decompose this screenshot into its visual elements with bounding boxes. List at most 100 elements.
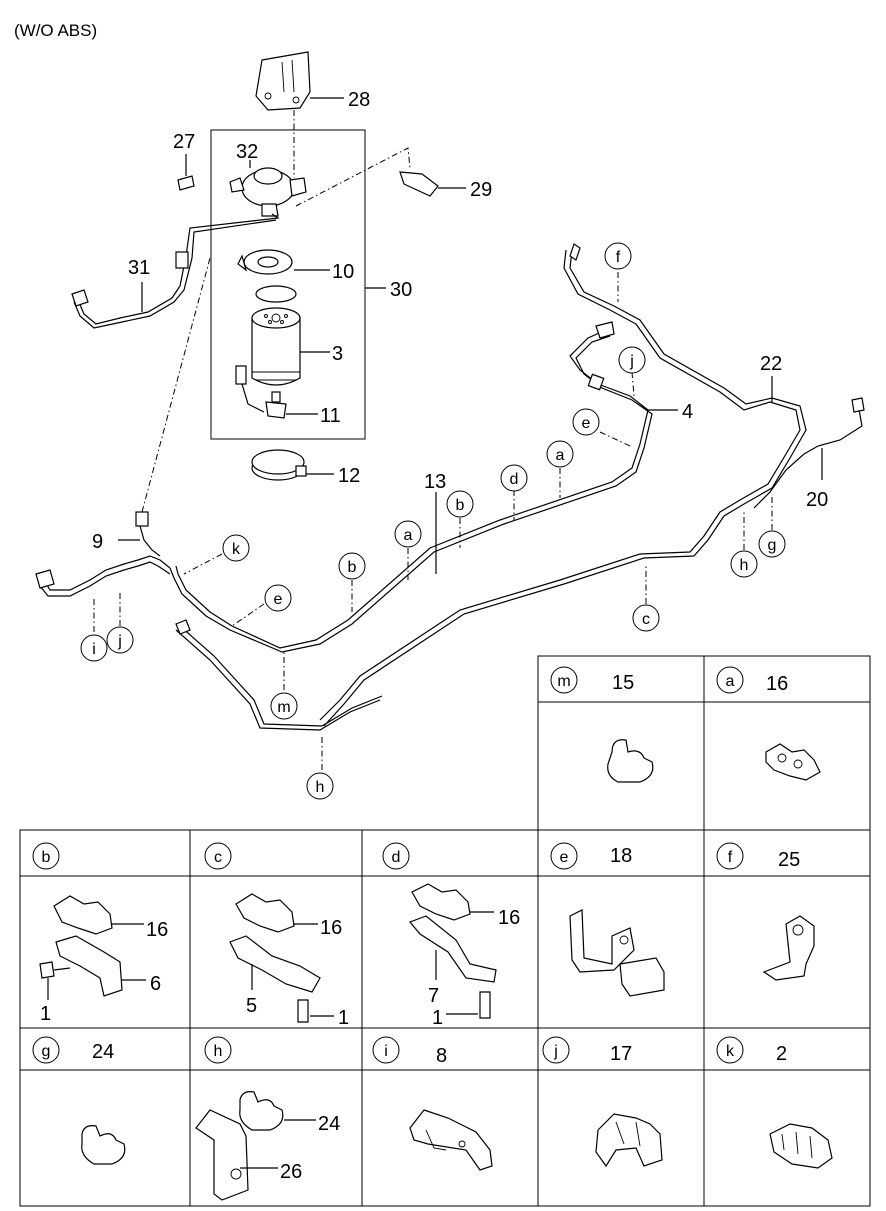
clip-part-16-c [235, 893, 295, 933]
svg-text:16: 16 [320, 917, 342, 939]
box-j-part: 17 [610, 1043, 632, 1065]
ref-j-top: j [618, 346, 646, 374]
ref-d: d [500, 464, 528, 492]
fuel-filter-assembly [71, 51, 466, 440]
ref-b-right: b [446, 490, 474, 518]
clip-part-24-h [239, 1091, 284, 1131]
o-ring [255, 285, 297, 303]
svg-text:b: b [456, 497, 465, 514]
box-j-letter: j [553, 1043, 558, 1060]
box-f-part: 25 [778, 849, 800, 871]
detail-box-c: c 16 5 1 [204, 842, 349, 1029]
ref-e-left: e [264, 584, 292, 612]
bracket-part-25 [762, 915, 815, 981]
svg-text:g: g [768, 537, 777, 554]
box-c-letter: c [214, 849, 222, 866]
svg-text:i: i [92, 641, 96, 658]
ref-f-top: f [604, 242, 632, 270]
box-m-part: 15 [612, 672, 634, 694]
ref-a-right: a [546, 440, 574, 468]
box-e-part: 18 [610, 845, 632, 867]
detail-box-j: j 17 [542, 1036, 663, 1168]
box-d-letter: d [392, 849, 401, 866]
svg-text:1: 1 [432, 1007, 443, 1029]
label-28: 28 [348, 89, 370, 111]
bracket-part-29 [399, 171, 439, 197]
svg-text:1: 1 [338, 1007, 349, 1029]
ref-h-right: h [730, 550, 758, 578]
fuel-lines [35, 243, 865, 731]
svg-text:5: 5 [246, 995, 257, 1017]
label-12: 12 [338, 465, 360, 487]
clip-part-16-b [53, 895, 113, 935]
bracket-part-6 [55, 935, 123, 997]
box-a-letter: a [726, 673, 735, 690]
ref-m: m [270, 692, 298, 720]
svg-text:26: 26 [280, 1161, 302, 1183]
svg-text:24: 24 [318, 1113, 340, 1135]
box-f-letter: f [728, 849, 733, 866]
ref-g: g [758, 530, 786, 558]
ref-k: k [222, 534, 250, 562]
ref-j-left: j [106, 626, 134, 654]
label-9: 9 [92, 531, 103, 553]
clip-part-24-g [81, 1125, 126, 1165]
detail-box-k: k 2 [716, 1036, 833, 1169]
svg-text:d: d [510, 471, 519, 488]
box-g-part: 24 [92, 1041, 114, 1063]
detail-box-i: i 8 [372, 1036, 493, 1171]
detail-box-e: e 18 [550, 842, 665, 997]
clip-part-2 [769, 1123, 833, 1169]
detail-grid [19, 655, 871, 1207]
box-i-part: 8 [436, 1045, 447, 1067]
clip-part-15 [607, 739, 654, 783]
svg-text:c: c [642, 611, 650, 628]
clip-part-16-a [765, 743, 821, 781]
svg-text:h: h [316, 779, 325, 796]
svg-text:e: e [582, 415, 591, 432]
svg-text:m: m [277, 699, 290, 716]
bracket-part-5 [229, 935, 321, 993]
clip-part-16-d [411, 883, 471, 921]
svg-text:1: 1 [40, 1003, 51, 1025]
label-4: 4 [682, 401, 693, 423]
ref-c: c [632, 604, 660, 632]
box-g-letter: g [42, 1043, 51, 1060]
svg-text:j: j [629, 353, 634, 370]
box-e-letter: e [560, 849, 569, 866]
detail-box-a: a 16 [716, 666, 821, 781]
label-10: 10 [332, 261, 354, 283]
label-22: 22 [760, 353, 782, 375]
box-a-part: 16 [766, 673, 788, 695]
detail-box-f: f 25 [716, 842, 815, 981]
label-3: 3 [332, 343, 343, 365]
svg-text:f: f [616, 249, 621, 266]
ref-e-right: e [572, 408, 600, 436]
filter-element-part-3 [251, 307, 301, 386]
box-k-letter: k [726, 1043, 735, 1060]
label-11: 11 [320, 405, 341, 427]
detail-box-d: d 16 7 1 [382, 842, 520, 1029]
svg-text:j: j [117, 633, 122, 650]
bracket-part-26 [195, 1109, 249, 1201]
bolt-part-27 [177, 175, 195, 191]
bolt-part-1-d [479, 991, 491, 1019]
detail-box-b: b 16 6 1 [32, 842, 168, 1025]
svg-text:e: e [274, 591, 283, 608]
svg-text:16: 16 [146, 919, 168, 941]
detail-box-g: g 24 [32, 1036, 126, 1165]
label-31: 31 [128, 257, 150, 279]
ref-i: i [80, 634, 108, 662]
box-h-letter: h [214, 1043, 223, 1060]
svg-text:a: a [556, 447, 565, 464]
label-20: 20 [806, 489, 828, 511]
reference-arrows [93, 272, 773, 770]
variant-note: (W/O ABS) [14, 21, 97, 40]
detail-box-h: h 24 26 [195, 1036, 340, 1201]
filter-cap-part-10 [237, 249, 293, 275]
svg-text:7: 7 [428, 985, 439, 1007]
detail-box-m: m 15 [550, 666, 654, 783]
svg-text:h: h [740, 557, 749, 574]
line-connector [587, 373, 605, 391]
